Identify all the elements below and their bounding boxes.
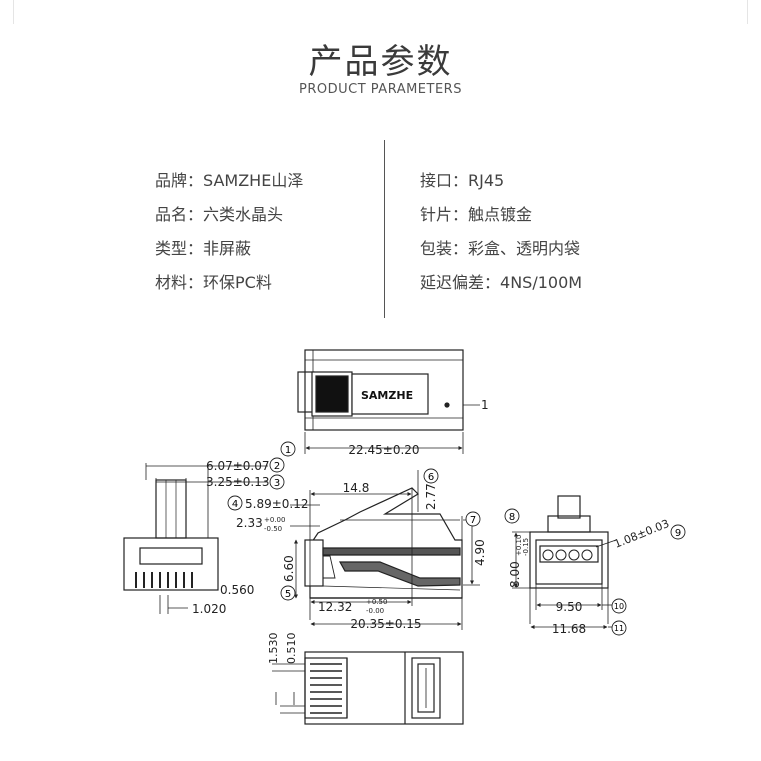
circle-marker-4: 4 — [227, 495, 243, 511]
dim-11-68: 11.68 — [552, 622, 586, 636]
svg-text:10: 10 — [614, 602, 624, 611]
dim-14-8: 14.8 — [343, 481, 370, 495]
spec-label: 针片： — [420, 205, 469, 224]
dim-1-530: 1.530 — [267, 633, 280, 665]
dim-12-32: 12.32 — [318, 600, 352, 614]
circle-marker-11: 11 — [611, 620, 627, 636]
dim-9-50: 9.50 — [556, 600, 583, 614]
spec-row-pins: 针片：触点镀金 — [420, 201, 532, 225]
dim-22-45: 22.45±0.20 — [348, 443, 419, 457]
dim-2-77: 2.77 — [424, 483, 438, 510]
spec-row-type: 类型：非屏蔽 — [155, 235, 251, 259]
svg-text:9: 9 — [675, 528, 681, 539]
dim-0-560: 0.560 — [220, 583, 254, 597]
spec-value: 环保PC料 — [203, 273, 272, 292]
spec-row-material: 材料：环保PC料 — [155, 269, 272, 293]
callout-1: 1 — [481, 398, 489, 412]
spec-label: 包装： — [420, 239, 469, 258]
dim-3-25: 3.25±0.13 — [206, 475, 270, 489]
spec-divider — [384, 140, 385, 318]
spec-row-product-name: 品名：六类水晶头 — [155, 201, 283, 225]
dim-4-90: 4.90 — [473, 539, 487, 566]
dim-12-32-tol-lower: -0.00 — [366, 607, 384, 615]
svg-text:6: 6 — [428, 472, 434, 483]
frame-edge-left — [13, 0, 14, 24]
circle-marker-6: 6 — [423, 468, 439, 484]
spec-label: 品牌： — [155, 171, 204, 190]
frame-edge-right — [747, 0, 748, 24]
dim-2-33: 2.33 — [236, 516, 263, 530]
circle-marker-9: 9 — [670, 524, 686, 540]
svg-text:11: 11 — [614, 624, 624, 633]
spec-value: 六类水晶头 — [203, 205, 284, 224]
bottom-view-drawing — [272, 651, 464, 725]
brand-label: SAMZHE — [361, 389, 413, 402]
page-title: 产品参数 — [308, 42, 453, 82]
svg-text:8: 8 — [509, 512, 515, 523]
svg-text:5: 5 — [285, 589, 291, 600]
page-subtitle: PRODUCT PARAMETERS — [299, 82, 462, 97]
spec-row-delay-skew: 延迟偏差：4NS/100M — [420, 269, 582, 293]
dim-20-35: 20.35±0.15 — [350, 617, 421, 631]
svg-text:7: 7 — [470, 515, 476, 526]
dim-8-00-tol-upper: +0.10 — [515, 535, 523, 556]
dim-8-00-tol-lower: -0.15 — [522, 538, 530, 556]
dim-6-07: 6.07±0.07 — [206, 459, 270, 473]
spec-value: 彩盒、透明内袋 — [468, 239, 581, 258]
circle-marker-7: 7 — [465, 511, 481, 527]
dim-12-32-tol-upper: +0.50 — [366, 598, 387, 606]
top-view-drawing — [297, 349, 480, 431]
spec-row-packaging: 包装：彩盒、透明内袋 — [420, 235, 580, 259]
svg-text:3: 3 — [274, 478, 280, 489]
spec-value: SAMZHE山泽 — [203, 171, 304, 190]
dim-1-020: 1.020 — [192, 602, 226, 616]
circle-marker-10: 10 — [611, 598, 627, 614]
circle-marker-3: 3 — [269, 474, 285, 490]
spec-label: 材料： — [155, 273, 204, 292]
end-view-drawing — [512, 495, 609, 624]
dim-1-08: 1.08±0.03 — [612, 517, 671, 551]
dim-2-33-tol-upper: +0.00 — [264, 516, 285, 524]
spec-value: 触点镀金 — [468, 205, 533, 224]
spec-row-brand: 品牌：SAMZHE山泽 — [155, 167, 303, 191]
dim-8-00: 8.00 — [508, 561, 522, 588]
svg-text:4: 4 — [232, 499, 238, 510]
dim-0-510: 0.510 — [285, 633, 298, 665]
spec-label: 接口： — [420, 171, 469, 190]
svg-text:2: 2 — [274, 461, 280, 472]
technical-drawing: SAMZHE 1 1 22.45±0.20 — [123, 349, 686, 725]
spec-label: 品名： — [155, 205, 204, 224]
spec-row-interface: 接口：RJ45 — [420, 167, 504, 191]
spec-label: 延迟偏差： — [420, 273, 501, 292]
spec-label: 类型： — [155, 239, 204, 258]
spec-value: 4NS/100M — [500, 273, 583, 292]
spec-value: 非屏蔽 — [203, 239, 252, 258]
circle-marker-2: 2 — [269, 457, 285, 473]
front-view-drawing — [123, 463, 219, 591]
circle-marker-1: 1 — [280, 441, 296, 457]
dim-2-33-tol-lower: -0.50 — [264, 525, 282, 533]
dim-5-89: 5.89±0.12 — [245, 497, 309, 511]
dim-6-60: 6.60 — [282, 555, 296, 582]
side-view-drawing — [304, 487, 463, 599]
spec-value: RJ45 — [468, 171, 505, 190]
circle-marker-5: 5 — [280, 585, 296, 601]
svg-text:1: 1 — [285, 445, 291, 456]
circle-marker-8: 8 — [504, 508, 520, 524]
